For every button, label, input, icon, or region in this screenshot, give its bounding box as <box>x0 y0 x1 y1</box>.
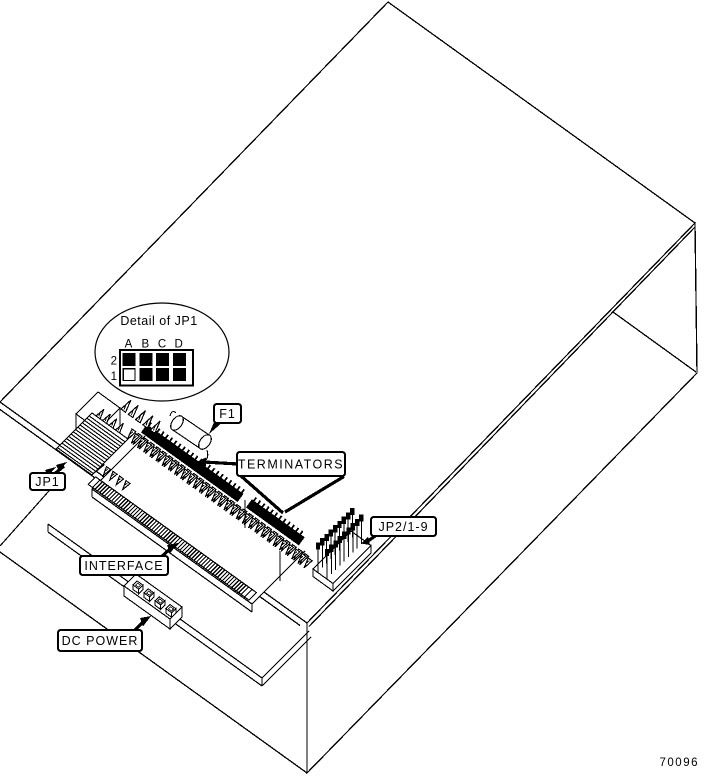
jumper-cell <box>156 368 170 382</box>
svg-text:DC POWER: DC POWER <box>62 634 139 648</box>
callout-interface: INTERFACE <box>78 543 178 577</box>
jp2-header <box>312 508 372 593</box>
part-number: 70096 <box>660 757 699 769</box>
inset-col-d: D <box>175 339 183 351</box>
dc-power-connector <box>123 573 183 631</box>
inset-row-2: 2 <box>111 356 117 368</box>
terminator-1 <box>141 424 244 502</box>
svg-text:JP2/1-9: JP2/1-9 <box>378 520 428 534</box>
inset-row-1: 1 <box>111 371 117 383</box>
jumper-cell <box>172 352 186 366</box>
inset-col-c: C <box>158 339 166 351</box>
terminators <box>141 421 305 581</box>
jumper-cell <box>122 368 136 382</box>
callout-f1: F1 <box>209 402 243 434</box>
jumper-cell <box>172 368 186 382</box>
inset-col-b: B <box>141 339 149 351</box>
inset-title: Detail of JP1 <box>120 314 197 328</box>
jp1-detail-inset: Detail of JP1 A B C D 2 1 <box>94 302 230 402</box>
svg-text:F1: F1 <box>219 407 236 421</box>
inset-col-a: A <box>125 339 133 351</box>
jp1-jumper-grid <box>122 352 186 382</box>
jumper-pin-row <box>126 428 314 569</box>
terminator-2 <box>246 499 305 546</box>
callouts: F1 TERMINATORS JP1 JP2/1-9 INTERFACE <box>28 402 438 653</box>
jp1-connector <box>45 391 161 492</box>
callout-terminators: TERMINATORS <box>196 450 347 515</box>
svg-text:JP1: JP1 <box>35 475 60 489</box>
callout-jp2: JP2/1-9 <box>361 515 438 545</box>
jumper-cell <box>139 352 153 366</box>
jumper-cell <box>156 352 170 366</box>
jumper-cell <box>122 352 136 366</box>
svg-text:INTERFACE: INTERFACE <box>84 559 163 573</box>
interface-connector <box>87 476 258 601</box>
fuse-f1 <box>169 411 212 461</box>
callout-jp1: JP1 <box>28 464 67 492</box>
callout-dc-power: DC POWER <box>56 616 151 653</box>
svg-text:TERMINATORS: TERMINATORS <box>238 458 344 472</box>
jumper-cell <box>139 368 153 382</box>
